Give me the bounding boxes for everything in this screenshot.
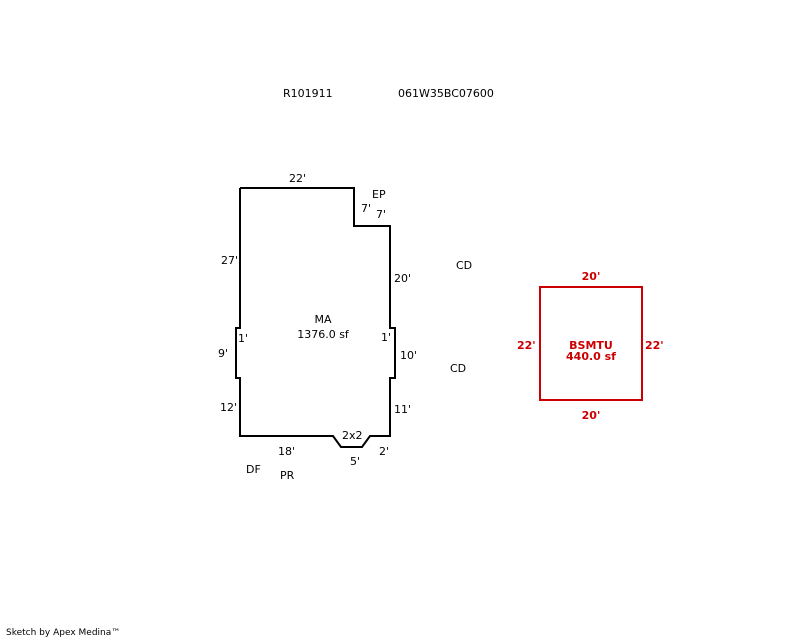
- dim-main-left-mid: 9': [218, 347, 228, 360]
- dim-ep-top: 7': [361, 202, 371, 215]
- dim-main-right-jog: 1': [381, 331, 391, 344]
- label-df: DF: [246, 463, 261, 476]
- dim-main-left-jog: 1': [238, 332, 248, 345]
- dim-basement-left: 22': [517, 339, 536, 352]
- basement-code: BSMTU: [569, 339, 613, 352]
- dim-main-right-upper: 20': [394, 272, 411, 285]
- dim-basement-top: 20': [582, 270, 601, 283]
- dim-main-bottom-right: 2': [379, 445, 389, 458]
- dim-main-right-lower: 11': [394, 403, 411, 416]
- basement-outline: [539, 286, 643, 401]
- basement-size: 440.0 sf: [566, 350, 616, 363]
- footer-credit: Sketch by Apex Medina™: [6, 628, 121, 638]
- dim-main-left-lower: 12': [220, 401, 237, 414]
- main-area-size: 1376.0 sf: [297, 328, 350, 341]
- main-area-outline: [235, 187, 396, 448]
- dim-main-bottom-left: 18': [278, 445, 295, 458]
- dim-main-right-mid: 10': [400, 349, 417, 362]
- label-cd-lower: CD: [450, 362, 466, 375]
- dim-main-left-upper: 27': [221, 254, 238, 267]
- notch-size-label: 2x2: [342, 429, 363, 442]
- label-pr: PR: [280, 469, 295, 482]
- label-cd-upper: CD: [456, 259, 472, 272]
- dim-main-bottom-notch: 5': [350, 455, 360, 468]
- main-area-code: MA: [314, 313, 331, 326]
- dim-ep-side: 7': [376, 208, 386, 221]
- label-ep: EP: [372, 188, 386, 201]
- dim-basement-right: 22': [645, 339, 664, 352]
- dim-basement-bottom: 20': [582, 409, 601, 422]
- account-number: R101911: [283, 87, 333, 100]
- map-taxlot-number: 061W35BC07600: [398, 87, 494, 100]
- dim-main-top: 22': [289, 172, 306, 185]
